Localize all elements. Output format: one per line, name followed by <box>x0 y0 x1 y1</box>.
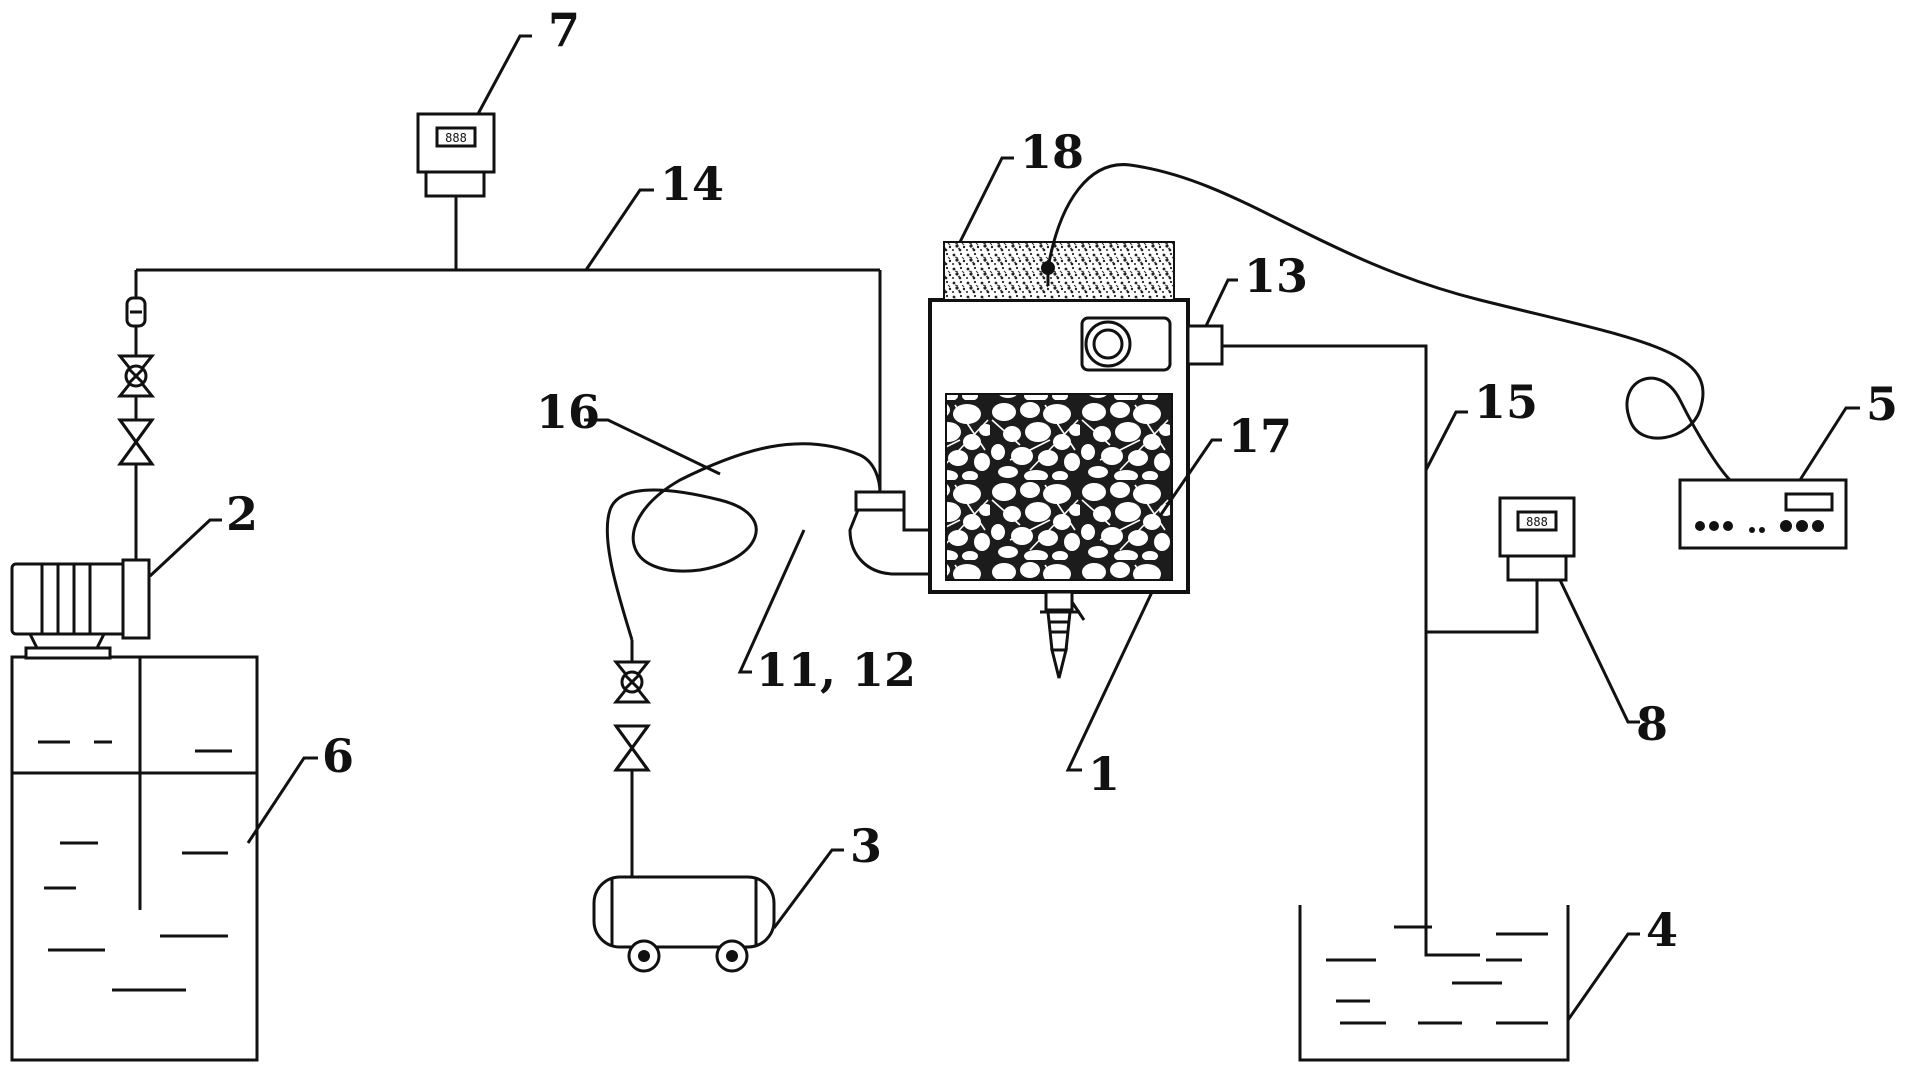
label-17: 17 <box>1228 409 1292 463</box>
supply-tank <box>10 655 259 1062</box>
label-6: 6 <box>322 729 354 783</box>
label-8: 8 <box>1636 697 1668 751</box>
air-line-valves <box>612 640 652 797</box>
sensor-probe <box>1041 261 1055 286</box>
label-2: 2 <box>226 487 258 541</box>
label-3: 3 <box>850 819 882 873</box>
label-16: 16 <box>536 385 600 439</box>
sensor-cable <box>1046 163 1732 482</box>
label-7: 7 <box>548 3 580 57</box>
outlet-fitting-13 <box>1186 324 1480 957</box>
label-4: 4 <box>1646 903 1678 957</box>
pressure-meter-7: 888 <box>416 112 496 270</box>
label-13: 13 <box>1244 249 1308 303</box>
leader-lines <box>148 34 1860 1021</box>
reactor-column <box>928 241 1190 679</box>
label-14: 14 <box>660 157 724 211</box>
air-hose-16 <box>605 442 882 641</box>
pressure-meter-8: 888 <box>1426 496 1576 634</box>
supply-pipe-14 <box>136 268 882 493</box>
collection-tank <box>1298 905 1570 1062</box>
air-compressor <box>592 797 776 973</box>
inlet-elbow <box>848 490 932 576</box>
label-5: 5 <box>1866 377 1898 431</box>
controller-5 <box>1678 478 1848 550</box>
meter-8-readout: 888 <box>1526 515 1548 529</box>
label-18: 18 <box>1020 125 1084 179</box>
pump-line-valves <box>116 354 156 466</box>
water-pump <box>10 558 151 660</box>
label-15: 15 <box>1474 375 1538 429</box>
label-1: 1 <box>1088 747 1120 801</box>
meter-7-readout: 888 <box>445 131 467 145</box>
label-11-12: 11, 12 <box>756 643 916 697</box>
